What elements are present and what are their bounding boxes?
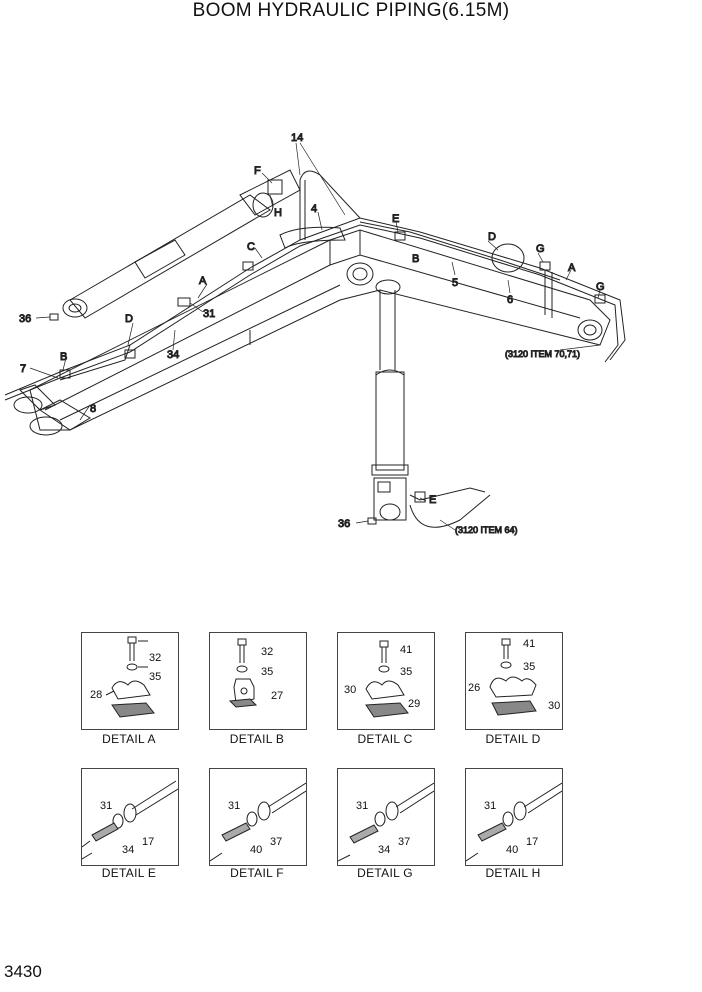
callout-B: B bbox=[60, 351, 67, 363]
detail-d-box: 41 35 26 30 bbox=[465, 632, 563, 730]
detail-h-label-2: 17 bbox=[526, 836, 538, 848]
detail-g-caption: DETAIL G bbox=[357, 866, 413, 880]
callout-D-right: D bbox=[488, 231, 496, 243]
callout-D: D bbox=[125, 313, 133, 325]
detail-h-box: 31 17 40 bbox=[465, 768, 563, 866]
clamp-assembly-drawing: 41 35 30 29 bbox=[344, 640, 420, 718]
detail-g-label-3: 34 bbox=[378, 844, 390, 856]
hydraulic-pipes bbox=[4, 170, 626, 528]
callout-6: 6 bbox=[507, 294, 513, 306]
detail-d-label-4: 30 bbox=[548, 700, 560, 712]
detail-g-box: 31 37 34 bbox=[337, 768, 435, 866]
callout-8: 8 bbox=[90, 403, 96, 415]
detail-a-label-3: 28 bbox=[90, 689, 102, 701]
detail-f-label-1: 31 bbox=[228, 800, 240, 812]
leader-lines bbox=[29, 142, 601, 531]
detail-h-caption: DETAIL H bbox=[485, 866, 541, 880]
detail-b-caption: DETAIL B bbox=[229, 732, 285, 746]
callout-36-lower: 36 bbox=[338, 518, 350, 530]
detail-a-label-1: 32 bbox=[149, 652, 161, 664]
detail-c-label-1: 41 bbox=[400, 644, 412, 656]
detail-d-label-2: 35 bbox=[523, 661, 535, 673]
boom-body bbox=[13, 226, 611, 436]
detail-f-box: 31 37 40 bbox=[209, 768, 307, 866]
fitting-assembly-drawing: 31 37 40 bbox=[210, 782, 306, 862]
detail-c-caption: DETAIL C bbox=[357, 732, 413, 746]
detail-g-label-1: 31 bbox=[356, 800, 368, 812]
detail-f-caption: DETAIL F bbox=[230, 866, 284, 880]
detail-h-label-3: 40 bbox=[506, 844, 518, 856]
detail-e-box: 31 17 34 bbox=[81, 768, 179, 866]
detail-a-label-2: 35 bbox=[149, 671, 161, 683]
arm-cylinder bbox=[62, 169, 301, 319]
callout-7: 7 bbox=[20, 363, 26, 375]
detail-e-caption: DETAIL E bbox=[101, 866, 157, 880]
callout-H: H bbox=[274, 207, 282, 219]
boom-assembly-drawing: 14 F H 4 C A 31 D 34 36 B 7 8 E D B 5 G … bbox=[4, 132, 626, 536]
detail-d-label-3: 26 bbox=[468, 682, 480, 694]
detail-c-label-4: 29 bbox=[408, 698, 420, 710]
detail-e-label-1: 31 bbox=[100, 800, 112, 812]
detail-b-label-3: 27 bbox=[271, 690, 283, 702]
detail-d-caption: DETAIL D bbox=[485, 732, 541, 746]
detail-h-label-1: 31 bbox=[484, 800, 496, 812]
callout-G: G bbox=[536, 243, 545, 255]
detail-a-box: 32 35 28 bbox=[81, 632, 179, 730]
detail-b-label-2: 35 bbox=[261, 666, 273, 678]
reference-note-1: (3120 ITEM 70,71) bbox=[505, 349, 580, 359]
callout-E: E bbox=[392, 213, 399, 225]
callout-E-lower: E bbox=[429, 494, 436, 506]
fitting-assembly-drawing: 31 17 34 bbox=[82, 780, 178, 860]
clamp-assembly-drawing: 41 35 26 30 bbox=[468, 638, 560, 716]
detail-e-label-3: 34 bbox=[122, 844, 134, 856]
callout-14: 14 bbox=[291, 132, 303, 144]
callout-31: 31 bbox=[203, 308, 215, 320]
detail-c-label-2: 35 bbox=[400, 666, 412, 678]
boom-cylinder bbox=[371, 279, 409, 521]
callout-B-right: B bbox=[412, 253, 419, 265]
detail-b-label-1: 32 bbox=[261, 646, 273, 658]
detail-e-label-2: 17 bbox=[142, 836, 154, 848]
fitting-assembly-drawing: 31 37 34 bbox=[338, 782, 434, 862]
callout-36-upper: 36 bbox=[19, 313, 31, 325]
detail-a-caption: DETAIL A bbox=[102, 732, 156, 746]
callout-34: 34 bbox=[167, 349, 179, 361]
callout-A: A bbox=[199, 275, 207, 287]
detail-f-label-3: 40 bbox=[250, 844, 262, 856]
callout-4: 4 bbox=[311, 203, 317, 215]
detail-b-box: 32 35 27 bbox=[209, 632, 307, 730]
page-number: 3430 bbox=[4, 962, 42, 981]
callout-A-right: A bbox=[568, 262, 576, 274]
callout-G-right: G bbox=[596, 281, 605, 293]
clamp-assembly-drawing: 32 35 27 bbox=[228, 638, 283, 708]
detail-f-label-2: 37 bbox=[270, 836, 282, 848]
detail-d-label-1: 41 bbox=[523, 638, 535, 650]
diagram-title: BOOM HYDRAULIC PIPING(6.15M) bbox=[192, 0, 510, 21]
detail-c-box: 41 35 30 29 bbox=[337, 632, 435, 730]
fitting-assembly-drawing: 31 17 40 bbox=[466, 782, 562, 862]
callout-5: 5 bbox=[452, 277, 458, 289]
detail-g-label-2: 37 bbox=[398, 836, 410, 848]
callout-F: F bbox=[254, 165, 261, 177]
callout-C: C bbox=[247, 241, 255, 253]
detail-c-label-3: 30 bbox=[344, 684, 356, 696]
reference-note-2: (3120 ITEM 64) bbox=[455, 525, 518, 535]
clamp-assembly-drawing: 32 35 28 bbox=[90, 636, 161, 718]
